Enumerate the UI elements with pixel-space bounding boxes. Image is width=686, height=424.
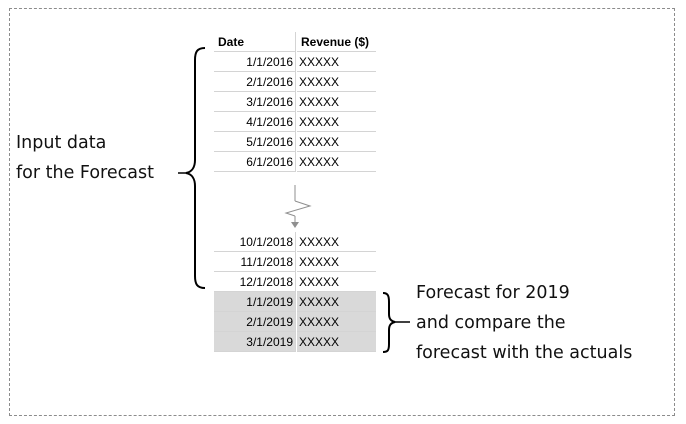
table-row: 10/1/2018 XXXXX <box>214 232 376 252</box>
forecast-label-line2: and compare the <box>416 313 566 333</box>
input-label-line2: for the Forecast <box>16 163 154 183</box>
table-row: 2/1/2016 XXXXX <box>214 72 376 92</box>
cell-revenue: XXXXX <box>297 72 376 92</box>
cell-date: 1/1/2016 <box>214 52 296 72</box>
forecast-row: 2/1/2019 XXXXX <box>214 312 376 332</box>
cell-date: 12/1/2018 <box>214 272 296 292</box>
table-row: 11/1/2018 XXXXX <box>214 252 376 272</box>
cell-revenue: XXXXX <box>297 52 376 72</box>
cell-date: 2/1/2019 <box>214 312 296 332</box>
cell-revenue: XXXXX <box>297 312 376 332</box>
cell-date: 3/1/2019 <box>214 332 296 352</box>
table-row: 3/1/2016 XXXXX <box>214 92 376 112</box>
cell-date: 3/1/2016 <box>214 92 296 112</box>
cell-date: 1/1/2019 <box>214 292 296 312</box>
cell-date: 4/1/2016 <box>214 112 296 132</box>
table-row: 5/1/2016 XXXXX <box>214 132 376 152</box>
cell-revenue: XXXXX <box>297 332 376 352</box>
input-brace <box>185 47 206 289</box>
table-header-row: Date Revenue ($) <box>214 32 376 52</box>
cell-revenue: XXXXX <box>297 272 376 292</box>
diagram-frame <box>9 8 675 416</box>
table-row: 6/1/2016 XXXXX <box>214 152 376 172</box>
table-row: 12/1/2018 XXXXX <box>214 272 376 292</box>
input-data-label: Input data for the Forecast <box>16 128 154 188</box>
forecast-row: 3/1/2019 XXXXX <box>214 332 376 352</box>
input-label-line1: Input data <box>16 133 107 153</box>
cell-revenue: XXXXX <box>297 152 376 172</box>
header-date: Date <box>214 32 296 52</box>
cell-revenue: XXXXX <box>297 112 376 132</box>
cell-date: 6/1/2016 <box>214 152 296 172</box>
cell-revenue: XXXXX <box>297 252 376 272</box>
cell-revenue: XXXXX <box>297 132 376 152</box>
cell-date: 5/1/2016 <box>214 132 296 152</box>
forecast-row: 1/1/2019 XXXXX <box>214 292 376 312</box>
cell-date: 11/1/2018 <box>214 252 296 272</box>
forecast-label: Forecast for 2019 and compare the foreca… <box>416 278 632 368</box>
table-row: 1/1/2016 XXXXX <box>214 52 376 72</box>
header-revenue: Revenue ($) <box>297 32 376 52</box>
table-row: 4/1/2016 XXXXX <box>214 112 376 132</box>
forecast-brace <box>382 292 396 353</box>
cell-date: 10/1/2018 <box>214 232 296 252</box>
cell-date: 2/1/2016 <box>214 72 296 92</box>
cell-revenue: XXXXX <box>297 292 376 312</box>
break-symbol-icon <box>284 185 312 228</box>
forecast-label-line1: Forecast for 2019 <box>416 283 570 303</box>
cell-revenue: XXXXX <box>297 92 376 112</box>
forecast-label-line3: forecast with the actuals <box>416 343 633 363</box>
cell-revenue: XXXXX <box>297 232 376 252</box>
